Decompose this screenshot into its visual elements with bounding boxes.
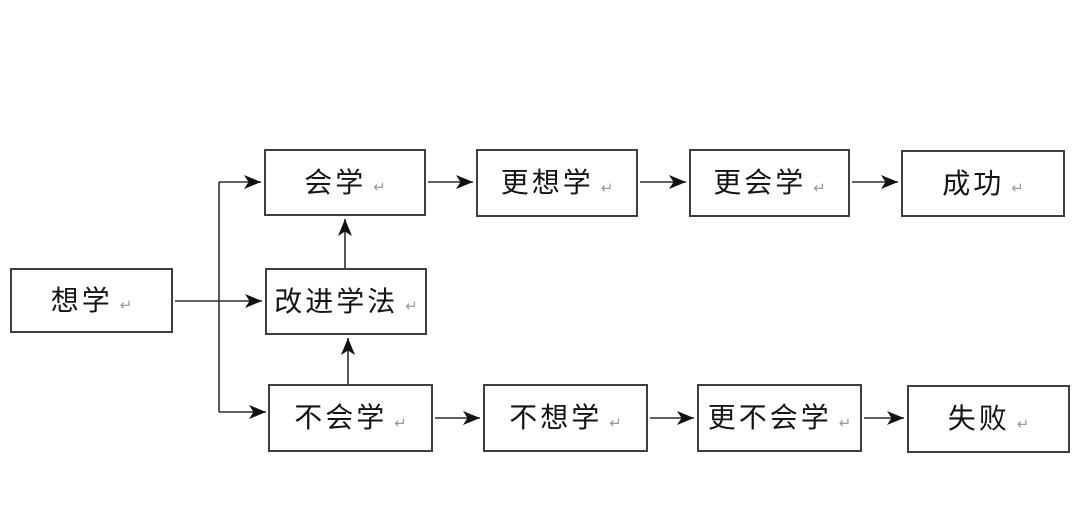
node-improve-method: 改进学法 ↵ [265, 268, 427, 335]
node-not-want-to-learn: 不想学 ↵ [483, 384, 648, 452]
node-label: 会学 [304, 165, 367, 199]
node-want-to-learn: 想学 ↵ [10, 268, 173, 333]
node-label: 更不会学 [707, 401, 832, 434]
node-more-can-learn: 更会学 ↵ [689, 149, 850, 217]
node-label: 失败 [947, 402, 1010, 435]
return-mark-icon: ↵ [838, 413, 852, 432]
node-label: 改进学法 [274, 284, 399, 318]
return-mark-icon: ↵ [609, 413, 622, 432]
node-success: 成功 ↵ [901, 150, 1065, 217]
node-can-learn: 会学 ↵ [264, 149, 426, 216]
return-mark-icon: ↵ [813, 178, 826, 197]
node-more-cannot-learn: 更不会学 ↵ [697, 384, 862, 452]
return-mark-icon: ↵ [1016, 414, 1030, 433]
return-mark-icon: ↵ [600, 178, 614, 197]
node-label: 想学 [50, 283, 113, 317]
return-mark-icon: ↵ [405, 297, 418, 315]
node-more-want-to-learn: 更想学 ↵ [476, 149, 638, 217]
return-mark-icon: ↵ [119, 296, 133, 314]
node-failure: 失败 ↵ [907, 385, 1070, 453]
node-label: 更会学 [713, 166, 807, 199]
node-cannot-learn: 不会学 ↵ [268, 384, 433, 452]
return-mark-icon: ↵ [1011, 179, 1024, 197]
node-label: 更想学 [500, 166, 594, 199]
node-label: 成功 [942, 166, 1005, 200]
node-label: 不会学 [294, 401, 388, 434]
return-mark-icon: ↵ [373, 178, 386, 196]
node-label: 不想学 [509, 401, 603, 434]
return-mark-icon: ↵ [394, 413, 407, 432]
